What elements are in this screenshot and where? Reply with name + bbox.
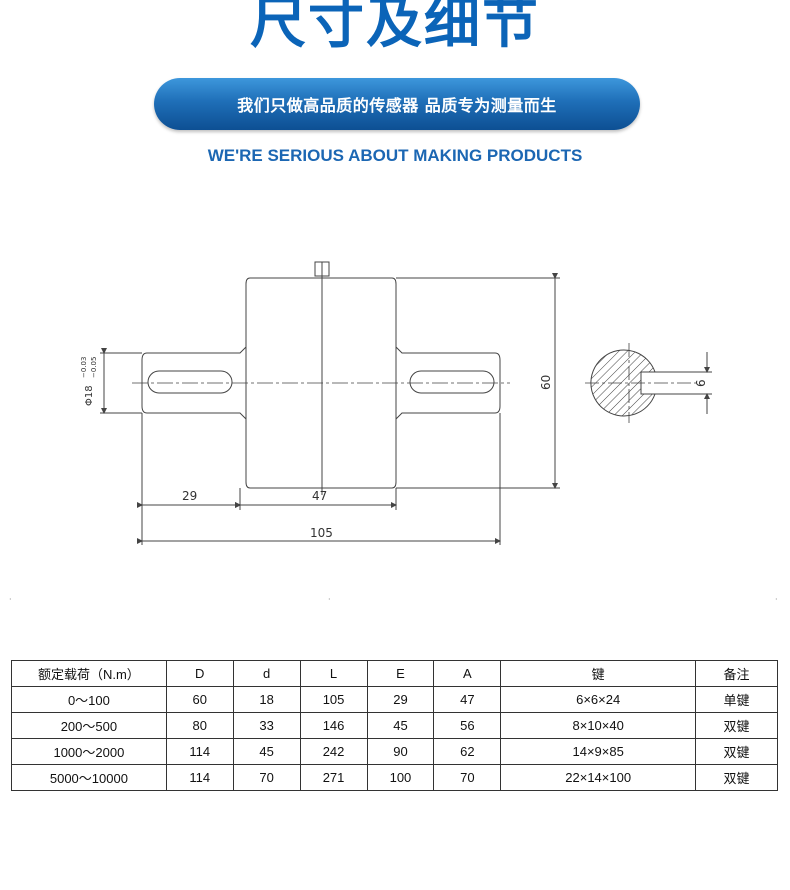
tol-lower: −0.05: [90, 357, 98, 378]
cell-remark: 双键: [695, 712, 778, 739]
cell-load: 0～100: [11, 686, 167, 713]
cell-load: 1000～2000: [11, 738, 167, 765]
cell-d: 33: [232, 712, 301, 739]
cell-E: 90: [366, 738, 435, 765]
cell-L: 271: [299, 764, 368, 791]
cell-key: 22×14×100: [500, 764, 697, 791]
sensor-body: [245, 277, 397, 489]
cell-A: 47: [433, 686, 502, 713]
cell-D: 80: [165, 712, 234, 739]
header-d: d: [232, 660, 301, 687]
cell-remark: 单键: [695, 686, 778, 713]
dim-key-width: 6: [694, 379, 708, 387]
cell-d: 70: [232, 764, 301, 791]
cell-E: 45: [366, 712, 435, 739]
cell-A: 62: [433, 738, 502, 765]
divider-dot: ·: [328, 595, 331, 604]
shaft-cross-section: [585, 343, 700, 423]
cell-D: 60: [165, 686, 234, 713]
dim-body-length: 47: [312, 489, 327, 503]
cell-key: 8×10×40: [500, 712, 697, 739]
cell-A: 70: [433, 764, 502, 791]
cell-L: 105: [299, 686, 368, 713]
dim-total-length: 105: [310, 526, 333, 540]
table-row: 1000～2000 114 45 242 90 62 14×9×85 双键: [11, 738, 778, 765]
spec-table: 额定载荷（N.m） D d L E A 键 备注 0～100 60 18 105…: [11, 660, 778, 791]
cell-load: 200～500: [11, 712, 167, 739]
cell-D: 114: [165, 738, 234, 765]
table-row: 5000～10000 114 70 271 100 70 22×14×100 双…: [11, 764, 778, 791]
cell-key: 6×6×24: [500, 686, 697, 713]
cell-key: 14×9×85: [500, 738, 697, 765]
dim-shaft-diameter: Φ18: [84, 385, 95, 406]
cell-D: 114: [165, 764, 234, 791]
table-row: 0～100 60 18 105 29 47 6×6×24 单键: [11, 686, 778, 713]
cell-load: 5000～10000: [11, 764, 167, 791]
header-A: A: [433, 660, 502, 687]
cell-L: 242: [299, 738, 368, 765]
right-keyway: [409, 370, 495, 394]
table-row: 200～500 80 33 146 45 56 8×10×40 双键: [11, 712, 778, 739]
right-shaft: [395, 346, 501, 420]
dim-height: 60: [539, 375, 553, 390]
dimension-drawing: Φ18 −0.03 −0.05 60 29 47 105 6: [80, 261, 712, 545]
cell-remark: 双键: [695, 738, 778, 765]
cell-remark: 双键: [695, 764, 778, 791]
english-subtitle: WE'RE SERIOUS ABOUT MAKING PRODUCTS: [207, 146, 583, 165]
divider-dot: ·: [9, 595, 12, 604]
cell-E: 29: [366, 686, 435, 713]
slogan-banner: 我们只做高品质的传感器 品质专为测量而生: [154, 78, 640, 130]
header-rated-load: 额定载荷（N.m）: [11, 660, 167, 687]
cell-E: 100: [366, 764, 435, 791]
header-E: E: [366, 660, 435, 687]
divider-dot: ·: [775, 595, 778, 604]
header-D: D: [165, 660, 234, 687]
header-key: 键: [500, 660, 697, 687]
cell-L: 146: [299, 712, 368, 739]
page-title: 尺寸及细节: [250, 0, 540, 56]
header-L: L: [299, 660, 368, 687]
cell-d: 45: [232, 738, 301, 765]
dim-shaft-length: 29: [182, 489, 197, 503]
header-remark: 备注: [695, 660, 778, 687]
left-keyway: [147, 370, 233, 394]
cell-d: 18: [232, 686, 301, 713]
tol-upper: −0.03: [80, 357, 88, 378]
table-header-row: 额定载荷（N.m） D d L E A 键 备注: [11, 660, 778, 687]
cell-A: 56: [433, 712, 502, 739]
